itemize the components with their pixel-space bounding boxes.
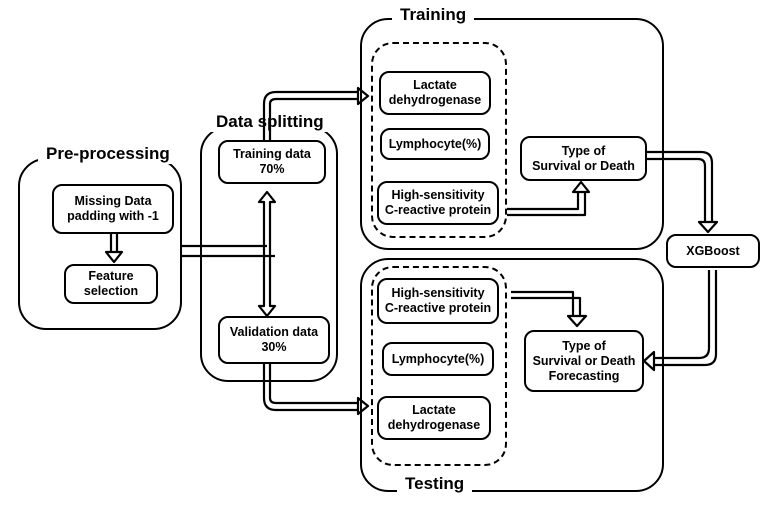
testing-features-container — [371, 266, 507, 466]
test-outcome-node: Type of Survival or Death Forecasting — [524, 330, 644, 392]
preprocessing-title: Pre-processing — [38, 144, 178, 164]
test-lactate-node: Lactate dehydrogenase — [377, 396, 491, 440]
validation-data-node: Validation data 30% — [218, 316, 330, 364]
xgboost-node: XGBoost — [666, 234, 760, 268]
test-lymphocyte-node: Lymphocyte(%) — [382, 342, 494, 376]
train-lactate-node: Lactate dehydrogenase — [379, 71, 491, 115]
data-splitting-title: Data splitting — [208, 112, 332, 132]
test-crp-node: High-sensitivity C-reactive protein — [377, 278, 499, 324]
testing-title: Testing — [397, 474, 473, 494]
feature-selection-node: Feature selection — [64, 264, 158, 304]
train-crp-node: High-sensitivity C-reactive protein — [377, 181, 499, 225]
train-lymphocyte-node: Lymphocyte(%) — [380, 128, 490, 160]
train-outcome-node: Type of Survival or Death — [520, 136, 647, 181]
training-title: Training — [392, 5, 475, 25]
training-features-container — [371, 42, 507, 238]
training-data-node: Training data 70% — [218, 140, 326, 184]
missing-data-node: Missing Data padding with -1 — [52, 184, 174, 234]
